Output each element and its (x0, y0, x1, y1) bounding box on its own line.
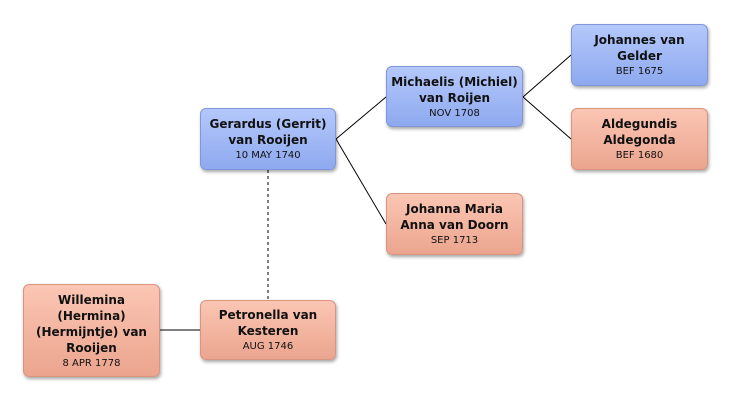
person-name: Gerardus (Gerrit) van Rooijen (209, 117, 327, 147)
connector-michaelis-aldegundis (522, 96, 572, 140)
person-name: Willemina (Hermina) (Hermijntje) van Roo… (36, 292, 147, 355)
person-name: Petronella van Kesteren (218, 308, 318, 338)
person-name: Aldegundis Aldegonda (601, 117, 678, 147)
person-date: AUG 1746 (242, 341, 294, 352)
person-card-petronella[interactable]: Petronella van Kesteren AUG 1746 (200, 300, 336, 360)
person-date: BEF 1675 (615, 66, 664, 77)
person-date: SEP 1713 (430, 235, 479, 246)
person-card-gerardus[interactable]: Gerardus (Gerrit) van Rooijen 10 MAY 174… (200, 108, 336, 170)
person-card-willemina[interactable]: Willemina (Hermina) (Hermijntje) van Roo… (23, 284, 160, 377)
person-card-michaelis[interactable]: Michaelis (Michiel) van Roijen NOV 1708 (386, 66, 523, 127)
person-date: 8 APR 1778 (62, 357, 121, 369)
connector-michaelis-johannes (522, 54, 572, 98)
person-name: Michaelis (Michiel) van Roijen (391, 74, 518, 105)
person-card-johanna[interactable]: Johanna Maria Anna van Doorn SEP 1713 (386, 193, 523, 255)
person-name: Johanna Maria Anna van Doorn (400, 202, 509, 232)
connector-gerardus-johanna (335, 138, 387, 225)
person-card-johannes[interactable]: Johannes van Gelder BEF 1675 (571, 24, 708, 86)
person-card-aldegundis[interactable]: Aldegundis Aldegonda BEF 1680 (571, 108, 708, 170)
person-date: NOV 1708 (429, 107, 480, 119)
person-name: Johannes van Gelder (594, 33, 685, 63)
connector-gerardus-michaelis (335, 96, 387, 140)
person-date: BEF 1680 (615, 150, 664, 161)
person-date: 10 MAY 1740 (235, 150, 301, 161)
